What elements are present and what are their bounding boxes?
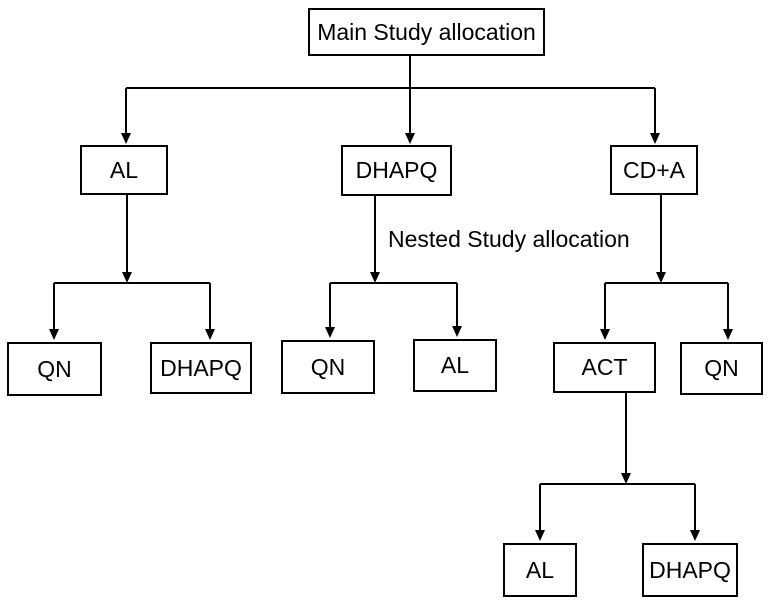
arrowhead-down-icon [656,272,666,283]
arrowhead-down-icon [49,329,59,340]
node-main-study-allocation: Main Study allocation [308,8,545,56]
arrowhead-down-icon [621,473,631,484]
node-dhapq-child-qn: QN [281,340,375,394]
arrowhead-down-icon [600,329,610,340]
arrowhead-down-icon [723,329,733,340]
arrowhead-down-icon [205,329,215,340]
node-arm-cda: CD+A [610,145,698,195]
arrowhead-down-icon [370,272,380,283]
nested-study-allocation-label: Nested Study allocation [388,226,630,252]
connector-cda-to-children [600,195,733,340]
connector-line [329,196,458,327]
connector-line [53,195,211,329]
arrowhead-down-icon [405,133,415,144]
connector-al-to-children [49,195,215,340]
arrowhead-down-icon [121,133,131,144]
node-dhapq-child-al: AL [413,339,497,392]
arrowhead-down-icon [325,327,335,338]
arrowhead-down-icon [122,272,132,283]
arrowhead-down-icon [690,530,700,541]
connector-line [604,195,729,329]
node-cda-child-qn: QN [680,342,763,395]
node-al-child-qn: QN [7,342,102,396]
node-act-child-al: AL [503,543,577,597]
connector-main-to-arms [121,56,660,144]
arrowhead-down-icon [650,133,660,144]
node-act-child-dhapq: DHAPQ [642,543,738,597]
node-al-child-dhapq: DHAPQ [150,342,252,394]
connector-line [125,56,656,133]
arrowhead-down-icon [535,530,545,541]
node-cda-child-act: ACT [553,342,656,393]
connector-act-to-children [535,393,700,541]
arrowhead-down-icon [452,326,462,337]
node-arm-al: AL [80,145,168,195]
connector-line [539,393,696,530]
connector-dhapq-to-children [325,196,462,338]
node-arm-dhapq: DHAPQ [341,145,452,196]
